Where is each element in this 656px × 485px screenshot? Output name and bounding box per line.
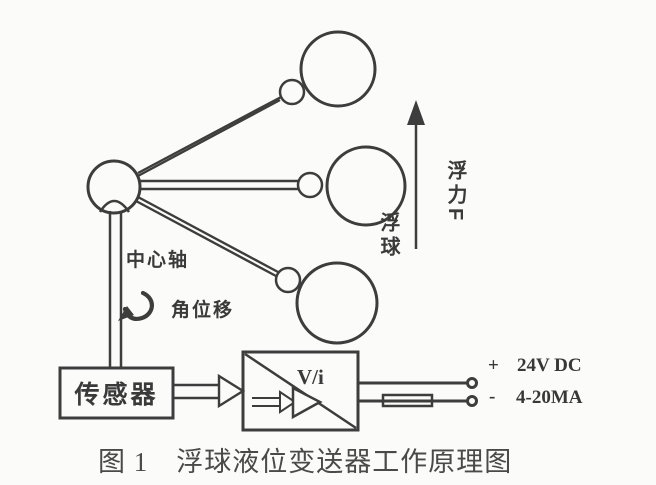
minus-sign-label: - [489, 386, 496, 407]
connector-knob-bottom [274, 266, 302, 294]
figure-caption: 图 1 浮球液位变送器工作原理图 [98, 447, 513, 477]
lever-arm-middle [140, 179, 300, 191]
float-ball-top [299, 30, 377, 108]
pivot-circle [86, 159, 142, 215]
lever-arm-top [135, 94, 284, 179]
center-axis-label: 中心轴 [126, 250, 190, 271]
float-ball-bottom [295, 261, 379, 345]
lever-arm-bottom [135, 195, 279, 278]
angular-displacement-arrow-icon [118, 290, 154, 321]
sensor-box [58, 366, 175, 420]
buoyancy-force-label: 浮力F [444, 160, 466, 225]
signal-arrow [173, 373, 246, 409]
output-current-label: 4-20MA [516, 387, 583, 408]
float-ball-middle [325, 145, 407, 227]
resistor-symbol [381, 393, 434, 408]
pivot-arch [98, 199, 131, 213]
vi-converter-label: V/i [297, 365, 324, 389]
angular-displacement-label: 角位移 [171, 300, 235, 321]
plus-sign-label: + [488, 355, 499, 376]
center-shaft [108, 211, 123, 368]
connector-knob-middle [296, 171, 324, 199]
amplifier-icon [252, 385, 323, 420]
connector-knob-top [278, 78, 306, 106]
sensor-label: 传感器 [74, 381, 159, 409]
supply-voltage-label: 24V DC [517, 355, 582, 376]
buoyancy-arrow-icon [407, 100, 425, 249]
terminal-positive [466, 377, 478, 389]
terminal-negative [466, 395, 478, 407]
float-ball-label: 浮球 [377, 212, 399, 260]
